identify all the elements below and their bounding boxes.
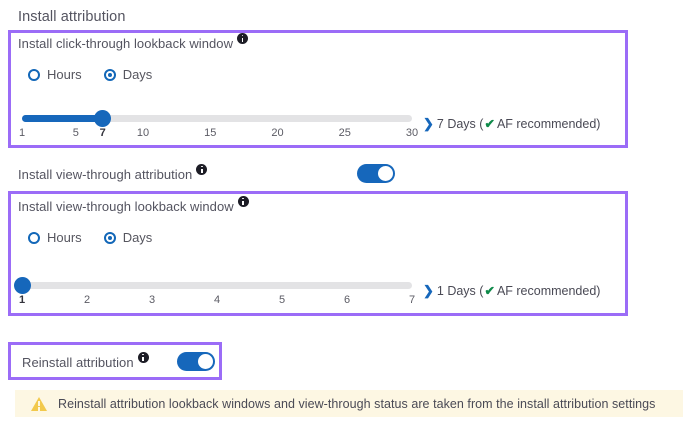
slider-tick: 7 [408,294,416,306]
info-icon[interactable] [237,33,249,44]
slider-track[interactable] [22,115,412,122]
radio-mark-icon [28,231,40,244]
slider-tick: 5 [278,294,286,306]
warning-banner-text: Reinstall attribution lookback windows a… [58,396,656,411]
click-through-value-readout: ❯ 7 Days ( ✔ AF recommended) [423,116,601,132]
install-click-through-lookback-box [8,30,628,148]
page-title: Install attribution [18,9,126,25]
reinstall-attribution-toggle[interactable] [177,352,215,371]
toggle-knob [198,354,213,369]
radio-days[interactable]: Days [103,67,152,82]
view-through-attribution-toggle[interactable] [357,164,395,183]
slider-thumb[interactable] [94,110,112,127]
slider-thumb[interactable] [13,277,31,294]
slider-tick: 1 [18,294,26,306]
check-icon: ✔ [484,117,495,131]
radio-days[interactable]: Days [103,230,152,245]
radio-hours[interactable]: Hours [28,230,82,245]
radio-hours[interactable]: Hours [28,67,82,82]
toggle-knob [378,166,393,181]
slider-tick: 1 [18,127,26,139]
view-through-unit-radio-group[interactable]: Hours Days [28,230,174,245]
slider-tick: 30 [405,127,419,139]
slider-tick: 4 [213,294,221,306]
info-icon[interactable] [137,352,149,363]
slider-tick: 2 [83,294,91,306]
slider-tick: 20 [271,127,284,139]
view-through-value-readout: ❯ 1 Days ( ✔ AF recommended) [423,283,601,299]
warning-banner: Reinstall attribution lookback windows a… [15,390,683,417]
slider-tick: 5 [72,127,79,139]
click-through-lookback-label: Install click-through lookback window [18,33,249,51]
check-icon: ✔ [484,284,495,298]
radio-mark-icon [103,231,116,244]
radio-mark-icon [28,68,40,81]
install-view-through-lookback-box [8,191,628,316]
click-through-unit-radio-group[interactable]: Hours Days [28,67,174,82]
info-icon[interactable] [196,164,208,175]
slider-tick: 10 [136,127,150,139]
radio-mark-icon [103,68,116,81]
chevron-right-icon: ❯ [423,283,434,298]
view-through-attribution-label: Install view-through attribution [18,164,208,182]
warning-triangle-icon [31,396,47,411]
slider-fill [22,115,103,122]
view-through-lookback-label: Install view-through lookback window [18,196,249,214]
reinstall-attribution-label: Reinstall attribution [22,352,149,370]
info-icon[interactable] [237,196,249,207]
slider-tick: 6 [343,294,351,306]
slider-tick: 15 [204,127,217,139]
slider-track[interactable] [22,282,412,289]
chevron-right-icon: ❯ [423,116,434,131]
slider-tick: 25 [338,127,351,139]
slider-tick: 3 [148,294,156,306]
slider-tick: 7 [99,127,106,139]
